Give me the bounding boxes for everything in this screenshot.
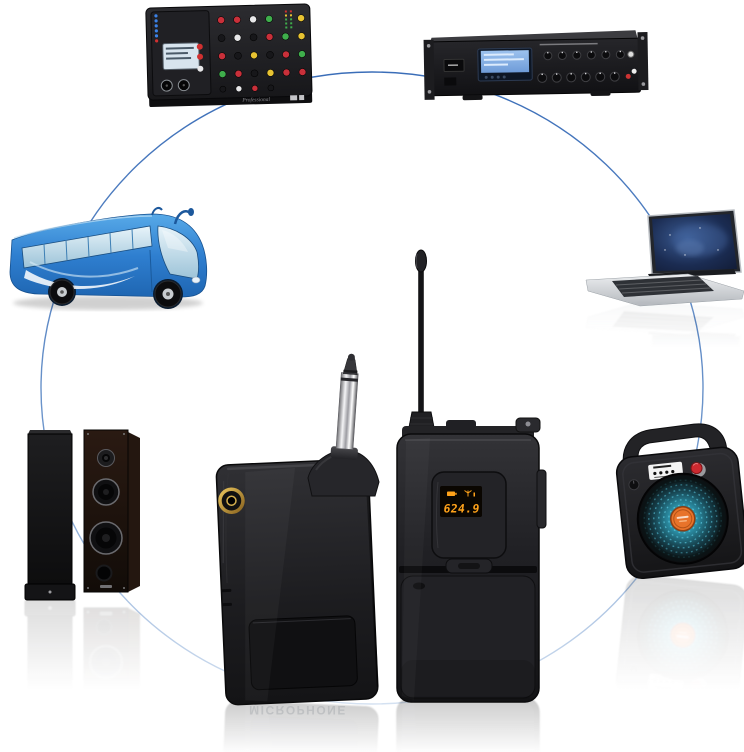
bodypack-transmitter: 624.9 — [396, 249, 547, 703]
battery-door — [400, 575, 536, 699]
mixer-lcd — [162, 42, 200, 71]
amp-rack-ears — [423, 32, 649, 100]
bus-swoosh — [24, 261, 139, 289]
power-amplifier — [423, 30, 649, 101]
gold-output-socket — [218, 487, 245, 514]
tower-speaker-left — [24, 430, 76, 601]
speaker-midrange — [92, 478, 120, 506]
quarter-inch-jack-plug — [330, 353, 359, 460]
bus-windshield — [157, 225, 199, 280]
speaker-center-cap — [670, 506, 696, 532]
mixer-badge: Professional — [241, 96, 270, 104]
coach-bus — [9, 206, 208, 310]
frequency-value: 624.9 — [443, 502, 481, 516]
bus-side-windows — [21, 225, 153, 269]
mixer-led-meter — [284, 10, 293, 29]
amp-knobs — [537, 49, 625, 83]
amp-lcd — [477, 47, 533, 82]
mixer-led-column — [154, 14, 159, 43]
mixer-left-section — [150, 10, 212, 97]
speaker-bass-port — [95, 564, 113, 582]
speaker-red-knob — [690, 462, 706, 477]
transmitter-antenna — [406, 249, 437, 439]
laptop-reflection — [586, 302, 744, 398]
mixer-knobs — [217, 14, 307, 93]
portable-speaker-reflection — [612, 574, 744, 734]
amp-knob-markers — [541, 50, 622, 76]
receiver-body-group — [215, 458, 379, 706]
signal-icon — [464, 490, 475, 497]
audio-mixer: Professional — [145, 3, 313, 108]
portable-speaker — [615, 423, 744, 580]
receiver-recessed-panel — [248, 615, 358, 691]
wireless-receiver — [215, 353, 380, 706]
bus-headlight — [191, 276, 201, 284]
bus-wheels — [49, 279, 182, 308]
speaker-tweeter — [97, 449, 115, 467]
transmitter-power-switch — [536, 469, 547, 529]
battery-icon — [447, 491, 457, 496]
speaker-logo — [100, 585, 112, 588]
mixer-xlr-inputs — [160, 79, 190, 92]
bus-mirrors — [151, 206, 194, 225]
laptop-wallpaper-nebula — [664, 224, 728, 256]
tower-speakers — [24, 429, 140, 601]
amp-title-text — [539, 42, 598, 46]
laptop-keyboard — [612, 276, 714, 297]
transmitter-latch — [399, 558, 537, 574]
frequency-display: 624.9 — [431, 471, 507, 559]
speaker-woofer — [89, 521, 123, 555]
watermark-reflection: MICROPHONE — [249, 703, 347, 717]
transmitter-reflection — [396, 697, 547, 752]
amp-output-jacks — [625, 50, 637, 79]
laptop — [585, 209, 744, 307]
tower-speaker-right — [83, 429, 140, 593]
speaker-volume-knob — [628, 479, 640, 491]
tower-speakers-reflection — [24, 599, 141, 752]
